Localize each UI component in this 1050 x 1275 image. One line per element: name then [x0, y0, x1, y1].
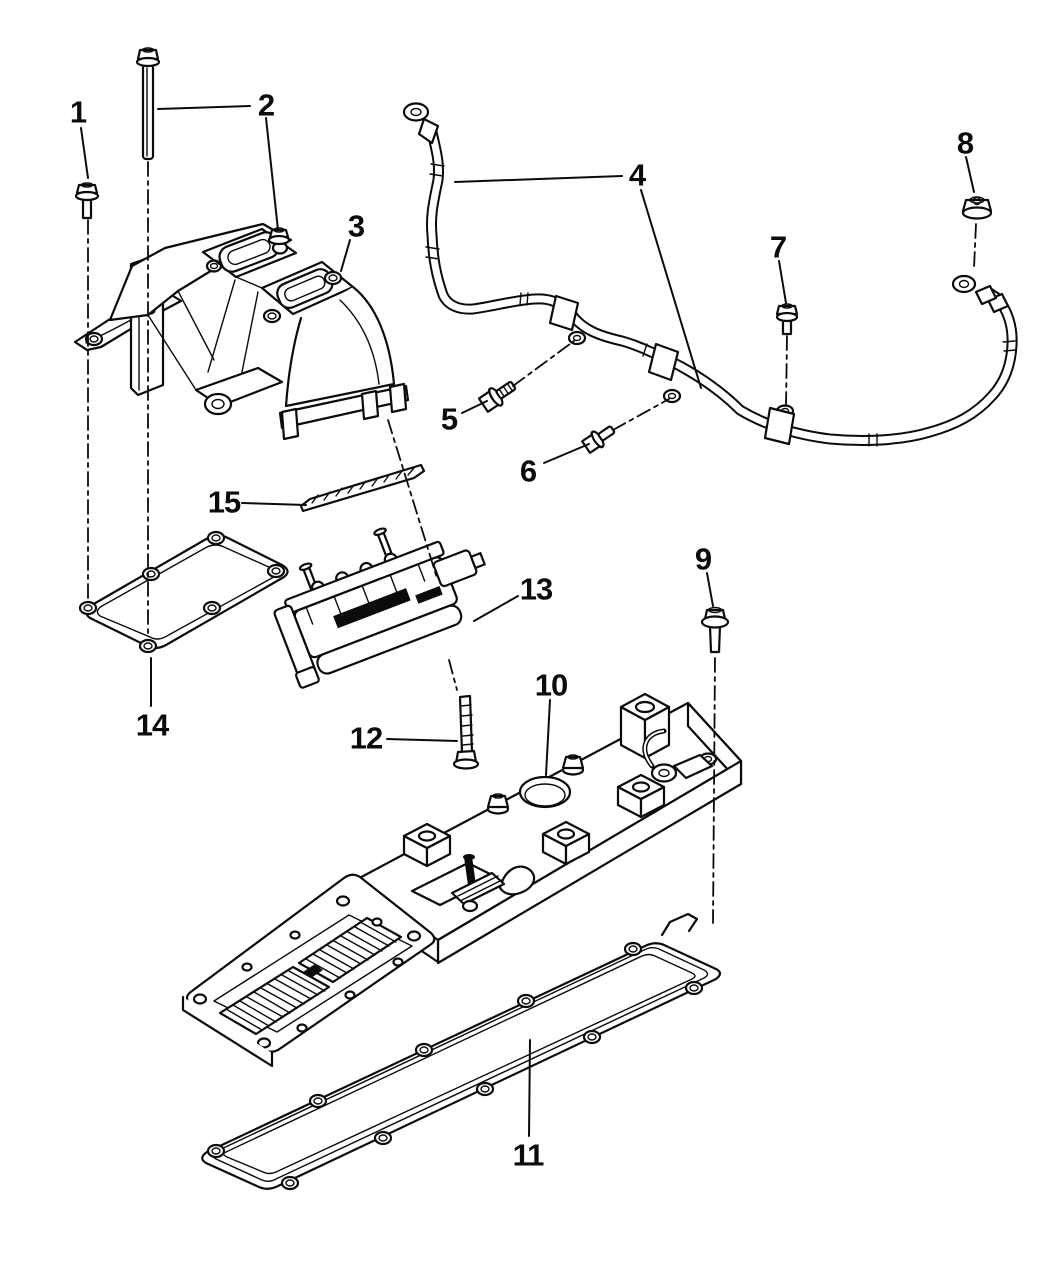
callout-13: 13: [519, 571, 553, 607]
assembly-center-lines: [87, 161, 977, 924]
callout-6: 6: [519, 453, 537, 489]
step-sensor: [450, 854, 506, 913]
intake-plenum-cover: [181, 692, 743, 1068]
callout-8: 8: [956, 125, 974, 161]
ring-terminal-top: [402, 102, 440, 145]
air-intake-connection-elbow: [73, 222, 410, 441]
intake-plenum-gasket: [201, 912, 722, 1191]
plenum-boss-4: [402, 822, 452, 868]
callout-4: 4: [628, 157, 646, 193]
hose-clamp-3: [763, 404, 796, 446]
gasket-bolt-holes: [78, 530, 286, 654]
hex-flange-bolt-1: [74, 182, 100, 220]
gasket-bolt-holes: [206, 941, 704, 1191]
throttle-control-valve: [273, 527, 486, 689]
valve-air-horn: [316, 604, 463, 675]
deck-hex-bolt-1: [561, 754, 585, 776]
callout-3: 3: [347, 208, 365, 244]
seated-flange-bolt: [267, 227, 291, 246]
callout-12: 12: [349, 720, 383, 756]
corner-sensor-bracket: [642, 728, 714, 783]
intake-connection-gasket: [78, 530, 289, 654]
engine-harness-hose-assembly: [402, 102, 1018, 447]
hex-flange-screw-5: [477, 380, 517, 413]
callout-1: 1: [69, 94, 87, 130]
callout-15: 15: [207, 484, 241, 520]
hex-flange-screw-6: [581, 425, 616, 454]
callout-7: 7: [769, 229, 787, 265]
grid-ribs-a: [225, 970, 326, 1031]
deck-hex-bolt-2: [486, 793, 510, 815]
leader-lines: [80, 105, 975, 1137]
port-flange-2: [202, 251, 355, 324]
callout-9: 9: [694, 541, 712, 577]
deck-teardrop-port: [498, 865, 536, 896]
hose-clamp-2: [647, 342, 682, 404]
callout-11: 11: [512, 1137, 545, 1173]
elbow-duct: [278, 285, 410, 441]
grid-connector: [303, 964, 323, 978]
end-fitting: [951, 274, 1010, 314]
gasket-tab: [660, 912, 699, 937]
hex-flange-screw-7: [775, 303, 799, 336]
callout-10: 10: [534, 667, 568, 703]
hex-flange-bolt-2: [135, 47, 161, 161]
plenum-cover-plug: [518, 775, 572, 809]
seal-strip-hatch: [311, 467, 415, 504]
grid-ribs-b: [305, 922, 397, 979]
seal-strip: [299, 463, 426, 513]
throttle-body-mounting-bolt: [452, 694, 480, 770]
grid-heater-plate: [181, 873, 436, 1068]
callout-5: 5: [440, 401, 458, 437]
hex-flange-nut-8: [961, 196, 993, 220]
plenum-deck: [350, 701, 743, 942]
callout-14: 14: [135, 707, 169, 743]
plenum-boss-2: [616, 773, 666, 819]
callout-2: 2: [257, 87, 275, 123]
hex-flange-bolt-9: [700, 606, 730, 654]
valve-label-band: [333, 588, 411, 629]
plenum-boss-3: [541, 820, 591, 866]
